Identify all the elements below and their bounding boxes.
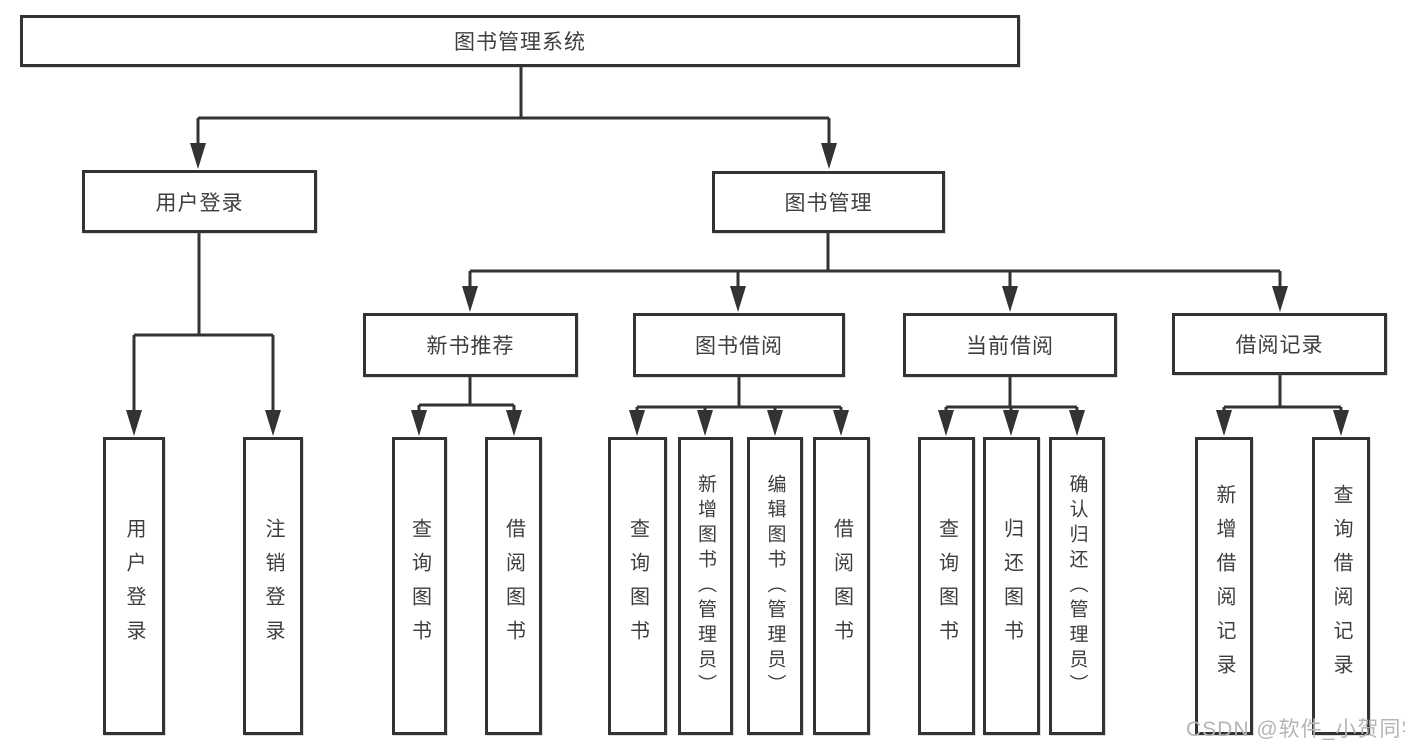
leaf-user-login-label: 用户登录 [123,518,145,654]
section-current-borrow-label: 当前借阅 [966,335,1054,358]
section-new-books-label: 新书推荐 [426,335,515,358]
leaf-query-books-2: 查询图书 [608,437,667,735]
section-borrow-records-label: 借阅记录 [1235,334,1324,357]
branch-book-management-label: 图书管理 [784,192,873,215]
section-book-borrow: 图书借阅 [633,313,845,377]
leaf-query-borrow-record-label: 查询借阅记录 [1330,484,1352,688]
leaf-borrow-books-2-label: 借阅图书 [830,518,853,654]
section-borrow-records: 借阅记录 [1172,313,1387,375]
leaf-query-books-3: 查询图书 [918,437,975,735]
leaf-user-login: 用户登录 [103,437,165,735]
root-box-library-system: 图书管理系统 [20,15,1020,67]
leaf-add-borrow-record: 新增借阅记录 [1195,437,1253,735]
leaf-query-books-1: 查询图书 [392,437,447,735]
branch-book-management: 图书管理 [712,171,945,233]
section-book-borrow-label: 图书借阅 [695,335,783,358]
leaf-logout-label: 注销登录 [262,518,284,654]
branch-user-login-label: 用户登录 [155,191,244,215]
leaf-edit-book-admin-label: 编辑图书（管理员） [764,473,786,699]
leaf-borrow-books-1-label: 借阅图书 [502,518,525,654]
watermark: CSDN @软件_小贺同学 [1186,718,1405,741]
root-label: 图书管理系统 [454,31,586,54]
leaf-return-book: 归还图书 [983,437,1040,735]
leaf-add-book-admin-label: 新增图书（管理员） [695,473,716,699]
leaf-query-books-2-label: 查询图书 [626,518,649,654]
branch-user-login: 用户登录 [82,170,317,233]
leaf-add-borrow-record-label: 新增借阅记录 [1213,484,1235,688]
leaf-query-borrow-record: 查询借阅记录 [1312,437,1370,735]
leaf-add-book-admin: 新增图书（管理员） [678,437,733,735]
leaf-confirm-return-admin: 确认归还（管理员） [1049,437,1105,735]
leaf-query-books-1-label: 查询图书 [408,518,431,654]
leaf-borrow-books-2: 借阅图书 [813,437,870,735]
section-new-books: 新书推荐 [363,313,578,377]
leaf-query-books-3-label: 查询图书 [935,518,958,654]
section-current-borrow: 当前借阅 [903,313,1117,377]
leaf-return-book-label: 归还图书 [1000,518,1023,654]
leaf-borrow-books-1: 借阅图书 [485,437,542,735]
leaf-edit-book-admin: 编辑图书（管理员） [747,437,803,735]
leaf-confirm-return-admin-label: 确认归还（管理员） [1066,473,1088,699]
leaf-logout: 注销登录 [243,437,303,735]
